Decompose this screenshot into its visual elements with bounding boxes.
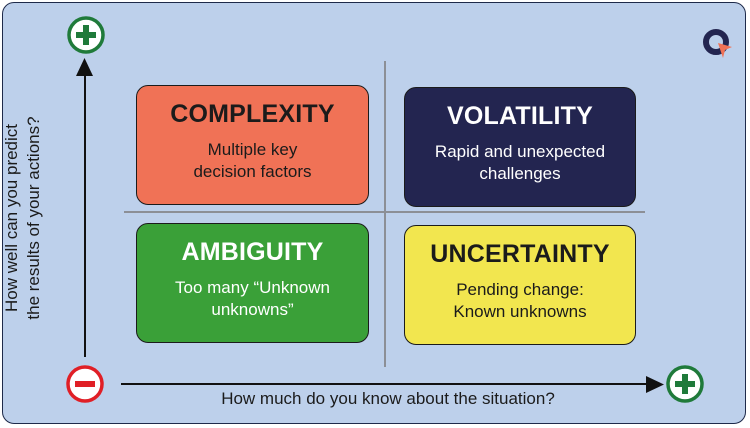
y-axis-label: How well can you predict the results of … — [2, 116, 43, 320]
diagram-frame: COMPLEXITY Multiple key decision factors… — [2, 2, 746, 424]
quadrant-volatility-title: VOLATILITY — [447, 102, 593, 130]
quadrant-ambiguity: AMBIGUITY Too many “Unknown unknowns” — [136, 223, 369, 343]
quadrant-divider-horizontal — [124, 211, 645, 213]
x-axis-label: How much do you know about the situation… — [221, 389, 555, 408]
quadrant-uncertainty-title: UNCERTAINTY — [430, 240, 610, 268]
origin-minus-icon — [66, 365, 104, 403]
quadrant-divider-vertical — [384, 61, 386, 367]
quadrant-ambiguity-desc: Too many “Unknown unknowns” — [175, 278, 330, 319]
quadrant-ambiguity-title: AMBIGUITY — [181, 238, 324, 266]
x-axis-line — [121, 383, 651, 385]
quadrant-complexity-desc: Multiple key decision factors — [193, 140, 312, 181]
y-axis-line — [83, 73, 86, 357]
x-axis-arrowhead — [646, 375, 664, 393]
y-axis-arrowhead — [76, 58, 93, 76]
quadrant-volatility-desc: Rapid and unexpected challenges — [434, 142, 606, 183]
brand-logo-icon — [703, 29, 732, 58]
quadrant-uncertainty: UNCERTAINTY Pending change: Known unknow… — [404, 225, 636, 345]
quadrant-complexity-title: COMPLEXITY — [170, 100, 335, 128]
right-plus-icon — [666, 365, 704, 403]
top-plus-icon — [67, 16, 105, 54]
quadrant-volatility: VOLATILITY Rapid and unexpected challeng… — [404, 87, 636, 207]
quadrant-complexity: COMPLEXITY Multiple key decision factors — [136, 85, 369, 205]
quadrant-uncertainty-desc: Pending change: Known unknowns — [453, 280, 587, 321]
